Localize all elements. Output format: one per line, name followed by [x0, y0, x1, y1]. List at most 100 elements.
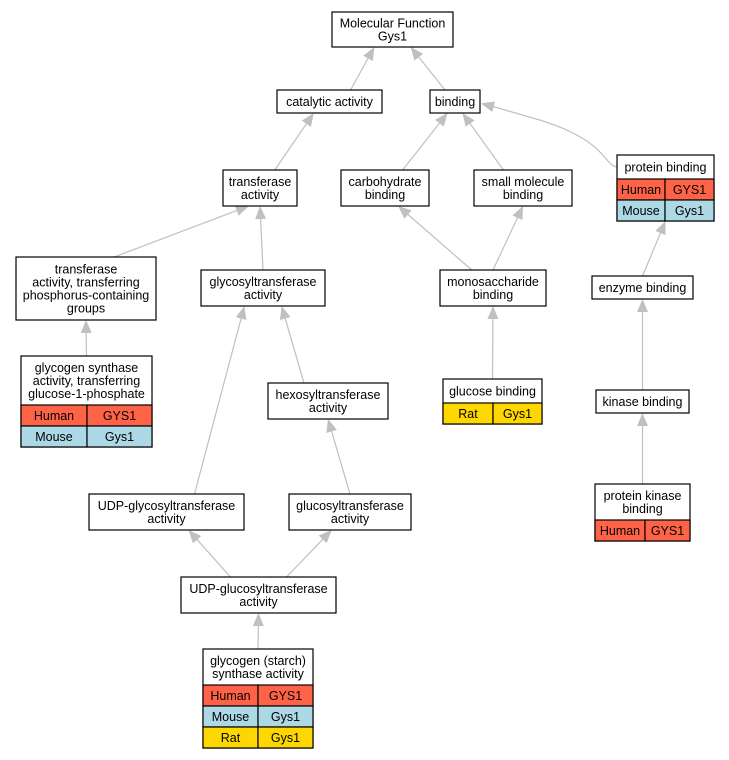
node-border: [340, 169, 430, 207]
node-label-line: binding: [473, 288, 513, 302]
edge-glyco-to-trans: [255, 206, 267, 271]
arrowhead: [235, 306, 247, 320]
node-label-line: activity, transferring: [32, 276, 139, 290]
node-label-line: Gys1: [378, 30, 407, 44]
node-label-line: monosaccharide: [447, 275, 539, 289]
node-label-line: activity: [241, 188, 280, 202]
edge-bind-to-mf: [410, 47, 446, 91]
node-border: [200, 269, 326, 307]
arrowhead: [234, 205, 249, 216]
node-label-line: activity: [309, 401, 348, 415]
arrowhead: [637, 299, 648, 312]
edge-kin-to-enz: [637, 299, 648, 390]
node-label-line: UDP-glucosyltransferase: [189, 582, 327, 596]
gene-cell: [86, 425, 153, 448]
gene-cell: [664, 199, 715, 222]
gene-symbol: GYS1: [673, 183, 706, 197]
node-label-line: kinase binding: [603, 395, 683, 409]
species-name: Human: [621, 183, 661, 197]
node-border: [591, 275, 694, 300]
arrowhead: [512, 206, 523, 221]
arrowhead: [188, 530, 202, 544]
node-label-line: synthase activity: [212, 667, 304, 681]
node-label-line: binding: [503, 188, 543, 202]
node-border: [288, 493, 412, 531]
gene-symbol: GYS1: [103, 409, 136, 423]
node-label-line: protein kinase: [604, 489, 682, 503]
go-term-node-bind[interactable]: binding: [429, 89, 481, 114]
species-name: Human: [600, 524, 640, 538]
node-label-line: protein binding: [624, 161, 706, 175]
arrowhead: [252, 613, 264, 627]
node-label-line: glycogen (starch): [210, 654, 306, 668]
node-label-line: binding: [435, 95, 475, 109]
edge-trans-to-cat: [274, 113, 314, 171]
edge-udpgluc-to-gluct: [286, 530, 332, 578]
species-name: Mouse: [35, 430, 73, 444]
edge-tphos-to-trans: [113, 205, 249, 258]
gene-symbol: Gys1: [105, 430, 134, 444]
node-label-line: transferase: [229, 175, 292, 189]
arrowhead: [637, 413, 648, 426]
arrowhead: [487, 306, 499, 320]
ortholog-row-human: Human GYS1: [20, 404, 153, 427]
node-label-line: carbohydrate: [349, 175, 422, 189]
arrowhead: [80, 320, 92, 334]
node-border: [15, 256, 157, 321]
arrowhead: [398, 206, 412, 219]
node-border: [595, 389, 690, 414]
edge-gsg1p-to-tphos: [80, 320, 92, 357]
node-label-line: hexosyltransferase: [276, 388, 381, 402]
species-name: Human: [34, 409, 74, 423]
arrowhead: [318, 530, 332, 544]
go-term-node-enz[interactable]: enzyme binding: [591, 275, 694, 300]
arrowhead: [435, 113, 448, 127]
node-label-line: binding: [622, 502, 662, 516]
gene-cell: [492, 402, 543, 425]
node-label-line: phosphorus-containing: [23, 289, 150, 303]
node-label-line: activity: [244, 288, 283, 302]
edge-udpg-to-glyco: [193, 306, 247, 495]
edge-glucb-to-mono: [487, 306, 499, 380]
node-border: [439, 269, 547, 307]
node-label-line: Molecular Function: [340, 17, 446, 31]
node-label-line: glucosyltransferase: [296, 499, 404, 513]
node-label-line: enzyme binding: [599, 281, 687, 295]
node-border: [88, 493, 245, 531]
node-border: [222, 169, 298, 207]
node-label-line: activity, transferring: [33, 374, 140, 388]
node-border: [473, 169, 573, 207]
node-border: [276, 89, 383, 114]
node-label-line: transferase: [55, 263, 118, 277]
edge-udpgluc-to-udpg: [188, 530, 231, 578]
gene-symbol: Gys1: [271, 710, 300, 724]
edge-small-to-bind: [462, 113, 504, 171]
edge-carb-to-bind: [402, 113, 448, 171]
arrowhead: [655, 221, 666, 236]
node-border: [180, 576, 337, 614]
arrowhead: [255, 206, 267, 220]
go-term-node-kin[interactable]: kinase binding: [595, 389, 690, 414]
go-term-node-cat[interactable]: catalytic activity: [276, 89, 383, 114]
